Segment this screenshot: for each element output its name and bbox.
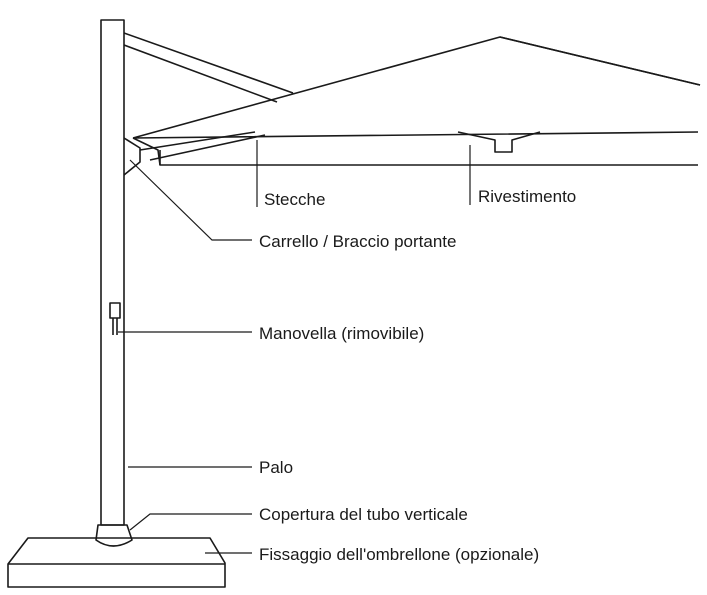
canopy (132, 36, 701, 166)
label-carrello: Carrello / Braccio portante (259, 232, 457, 251)
label-fissaggio: Fissaggio dell'ombrellone (opzionale) (259, 545, 540, 564)
base-plate (7, 537, 226, 588)
label-stecche: Stecche (264, 190, 326, 209)
pole (100, 19, 141, 526)
leader-lines (118, 140, 471, 554)
label-rivestimento: Rivestimento (478, 187, 577, 206)
tube-cover (95, 524, 133, 547)
support-arm (123, 32, 294, 103)
label-copertura: Copertura del tubo verticale (259, 505, 468, 524)
label-palo: Palo (259, 458, 294, 477)
label-manovella: Manovella (rimovibile) (259, 324, 425, 343)
